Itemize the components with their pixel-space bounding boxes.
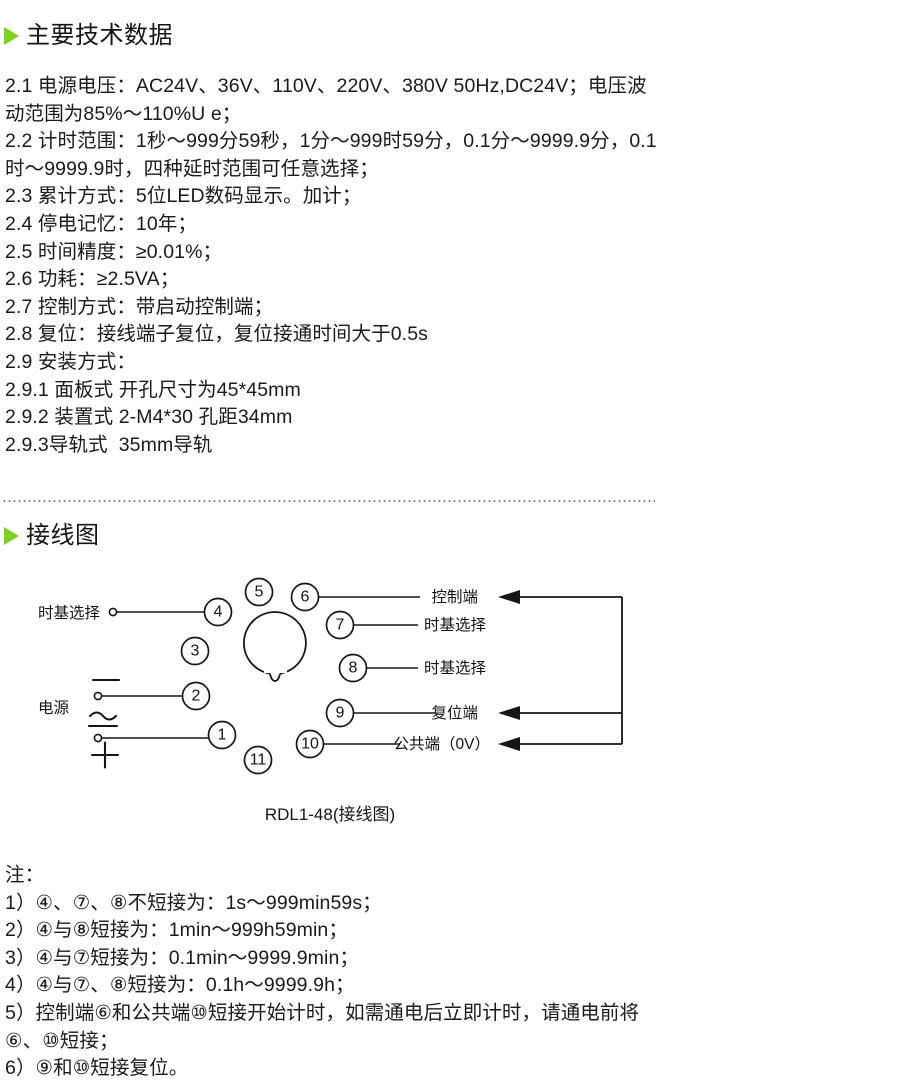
terminal-dot-timebase xyxy=(108,607,118,617)
spec-line: 2.1 电源电压：AC24V、36V、110V、220V、380V 50Hz,D… xyxy=(5,75,647,125)
diagram-right-label-common: 公共端（0V） xyxy=(394,735,490,753)
specs-section-heading: 主要技术数据 xyxy=(4,24,173,48)
specifications-list: 2.1 电源电压：AC24V、36V、110V、220V、380V 50Hz,D… xyxy=(5,73,657,459)
spec-line: 2.8 复位：接线端子复位，复位接通时间大于0.5s xyxy=(5,323,428,346)
pin-label-1: 1 xyxy=(218,727,227,744)
arrowhead-common xyxy=(498,737,520,751)
spec-line: 2.9 安装方式： xyxy=(5,350,136,373)
pin-circle-11 xyxy=(243,745,273,775)
wiring-section-heading: 接线图 xyxy=(4,524,100,548)
spec-line: 2.3 累计方式：5位LED数码显示。加计； xyxy=(5,185,362,208)
spec-line: 2.9.3导轨式 35mm导轨 xyxy=(5,433,213,456)
diagram-right-label-reset: 复位端 xyxy=(431,704,478,722)
pin-circle-1 xyxy=(207,720,237,750)
pin-circle-2 xyxy=(181,681,211,711)
note-line: 2）④与⑧短接为：1min～999h59min； xyxy=(5,919,348,942)
specs-heading-label: 主要技术数据 xyxy=(26,22,173,49)
pin-label-5: 5 xyxy=(255,584,264,601)
power-ac-symbol xyxy=(88,711,118,721)
pin-label-6: 6 xyxy=(301,589,310,606)
wiring-heading-label: 接线图 xyxy=(26,522,100,549)
socket-keyway-notch xyxy=(265,669,285,682)
diagram-right-label-timebase-2: 时基选择 xyxy=(424,659,487,677)
diagram-right-label-timebase-1: 时基选择 xyxy=(424,616,487,634)
terminal-dot-power-neg xyxy=(93,691,103,701)
notch-mask xyxy=(264,666,287,673)
pin-label-8: 8 xyxy=(349,660,358,677)
arrowhead-reset xyxy=(498,706,520,720)
note-line: 1）④、⑦、⑧不短接为：1s～999min59s； xyxy=(5,891,382,914)
note-line: 4）④与⑦、⑧短接为：0.1h～9999.9h； xyxy=(5,974,355,997)
note-line: 3）④与⑦短接为：0.1min～9999.9min； xyxy=(5,946,359,969)
green-triangle-bullet-icon xyxy=(4,527,19,545)
note-line: 6）⑨和⑩短接复位。 xyxy=(5,1057,189,1080)
diagram-left-label-power: 电源 xyxy=(38,699,69,717)
pin-label-2: 2 xyxy=(192,688,201,705)
diagram-left-label-timebase: 时基选择 xyxy=(38,604,101,622)
pin-circle-5 xyxy=(244,577,274,607)
note-line: 5）控制端⑥和公共端⑩短接开始计时，如需通电后立即计时，请通电前将⑥、⑩短接； xyxy=(5,1001,640,1052)
diagram-caption: RDL1-48(接线图) xyxy=(264,805,396,824)
pin-label-11: 11 xyxy=(250,752,267,769)
socket-body-circle xyxy=(243,611,307,675)
arrowhead-control xyxy=(498,590,520,604)
notes-section: 注： 1）④、⑦、⑧不短接为：1s～999min59s； 2）④与⑧短接为：1m… xyxy=(5,862,660,1083)
wiring-diagram: 时基选择 电源 1 2 3 4 5 6 7 8 9 10 11 控制端 xyxy=(0,565,700,780)
dotted-divider xyxy=(2,500,655,502)
spec-line: 2.5 时间精度：≥0.01%； xyxy=(5,240,223,263)
pin-label-9: 9 xyxy=(336,705,345,722)
diagram-right-label-control: 控制端 xyxy=(431,588,478,606)
pin-label-4: 4 xyxy=(214,604,223,621)
green-triangle-bullet-icon xyxy=(4,27,19,45)
pin-label-3: 3 xyxy=(191,643,200,660)
pin-label-10: 10 xyxy=(301,736,319,753)
spec-line: 2.6 功耗：≥2.5VA； xyxy=(5,268,180,291)
spec-line: 2.4 停电记忆：10年； xyxy=(5,212,198,235)
pin-circle-3 xyxy=(180,636,210,666)
spec-line: 2.7 控制方式：带启动控制端； xyxy=(5,295,274,318)
pin-label-7: 7 xyxy=(336,617,345,634)
notes-title: 注： xyxy=(5,864,45,886)
terminal-dot-power-pos xyxy=(93,733,103,743)
pin-circle-4 xyxy=(203,597,233,627)
spec-line: 2.9.2 装置式 2-M4*30 孔距34mm xyxy=(5,406,293,429)
spec-line: 2.2 计时范围：1秒～999分59秒，1分～999时59分，0.1分～9999… xyxy=(5,130,657,180)
spec-line: 2.9.1 面板式 开孔尺寸为45*45mm xyxy=(5,378,301,401)
